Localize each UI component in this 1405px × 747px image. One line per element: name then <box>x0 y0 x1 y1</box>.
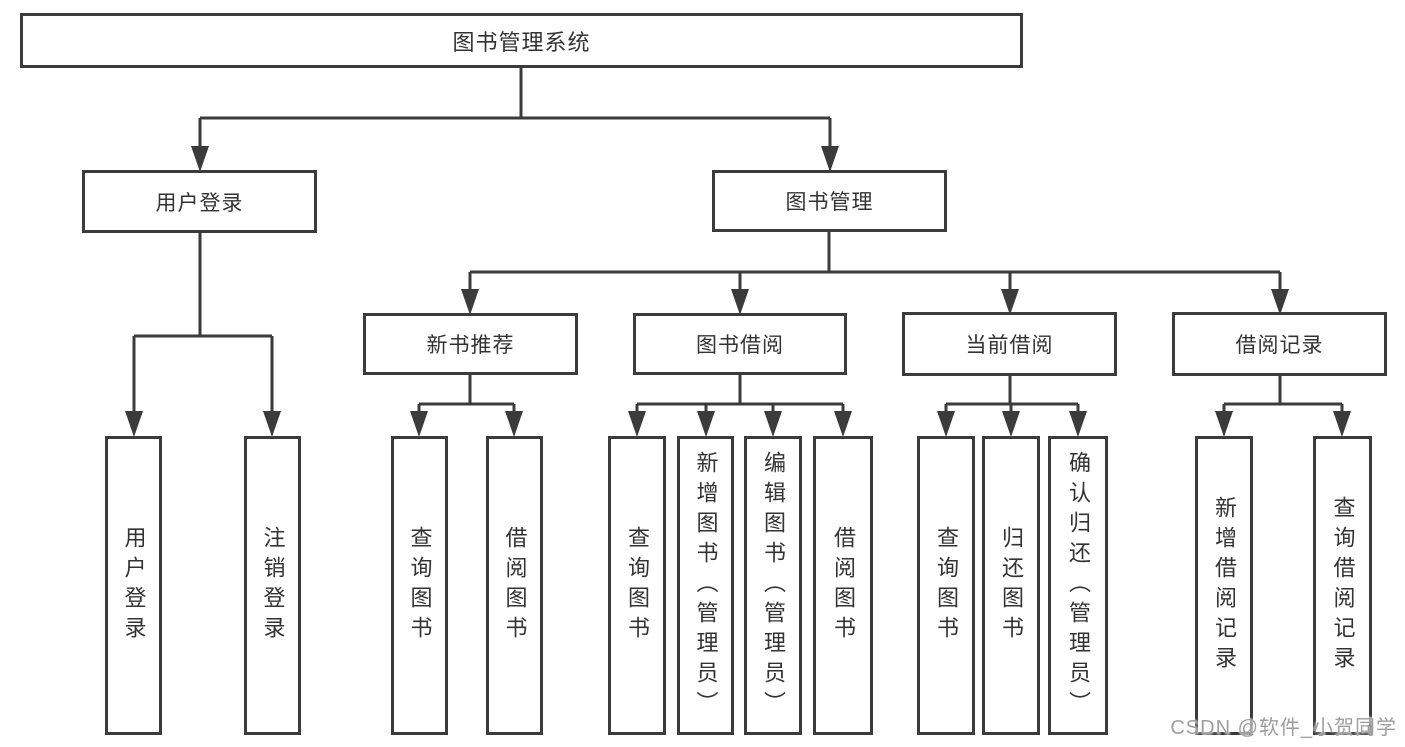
csdn-watermark: CSDN @软件_小贺同学 <box>1170 717 1397 739</box>
leaf-query-books-borrow: 查询图书 <box>608 436 666 735</box>
leaf-query-borrow-record: 查询借阅记录 <box>1313 436 1372 735</box>
leaf-add-books-admin: 新增图书（管理员） <box>677 436 734 735</box>
leaf-confirm-return-admin: 确认归还（管理员） <box>1048 436 1108 735</box>
node-new-book-recommend: 新书推荐 <box>363 313 578 375</box>
leaf-edit-books-admin: 编辑图书（管理员） <box>744 436 802 735</box>
node-root-system: 图书管理系统 <box>20 13 1023 68</box>
leaf-borrow-books: 借阅图书 <box>813 436 873 735</box>
leaf-user-login: 用户登录 <box>105 436 162 735</box>
node-current-borrow: 当前借阅 <box>902 312 1117 376</box>
leaf-add-borrow-record: 新增借阅记录 <box>1195 436 1253 735</box>
leaf-logout: 注销登录 <box>244 436 301 735</box>
leaf-query-books-current: 查询图书 <box>917 436 975 735</box>
node-user-login: 用户登录 <box>82 170 317 233</box>
leaf-return-books: 归还图书 <box>982 436 1040 735</box>
leaf-borrow-books-recommend: 借阅图书 <box>486 436 543 735</box>
leaf-query-books-recommend: 查询图书 <box>391 436 448 735</box>
node-book-borrow: 图书借阅 <box>633 313 847 375</box>
node-book-management: 图书管理 <box>712 170 947 232</box>
node-borrow-records: 借阅记录 <box>1172 312 1387 376</box>
